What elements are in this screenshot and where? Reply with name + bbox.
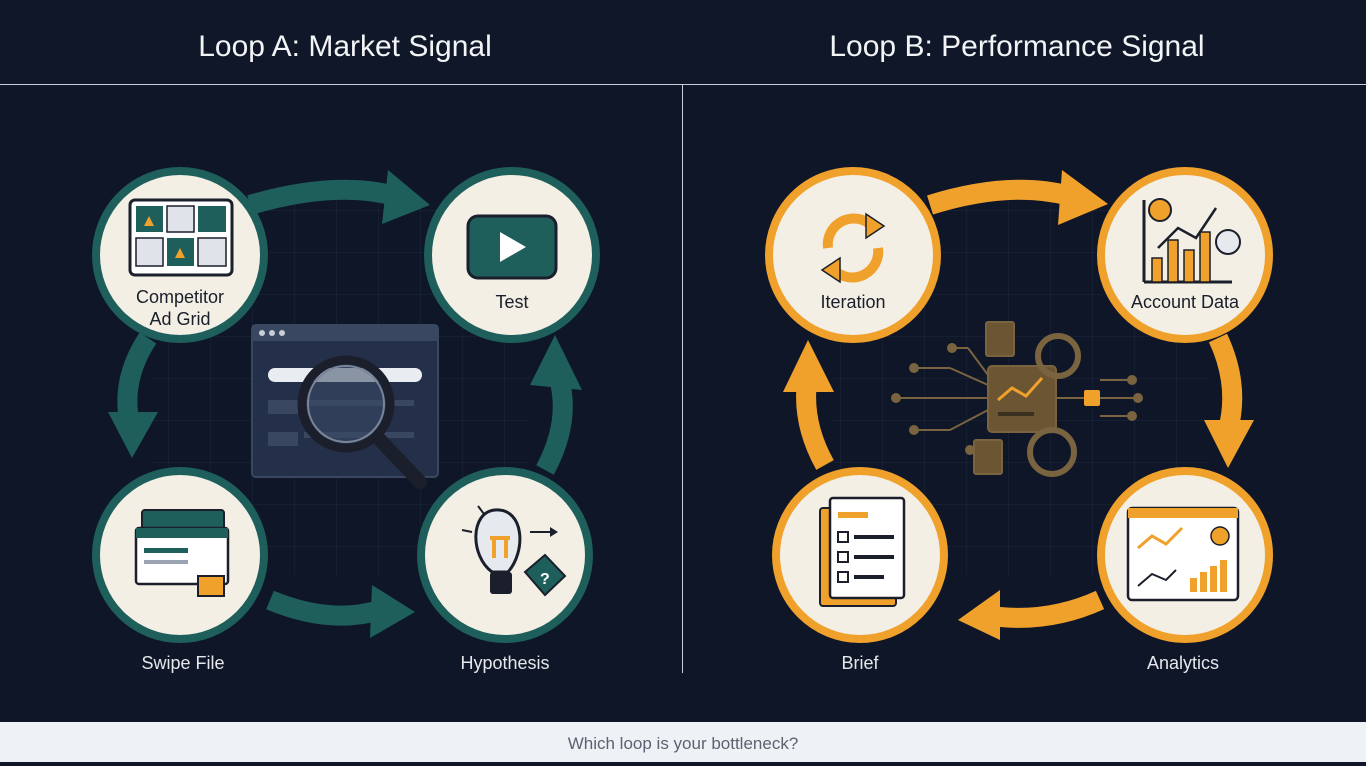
arrow-competitor-to-swipe: [117, 332, 157, 428]
account-data-label: Account Data: [1130, 292, 1240, 312]
svg-text:?: ?: [540, 571, 550, 588]
node-competitor-ad-grid: [92, 167, 268, 343]
arrowhead-b-2: [1204, 420, 1254, 468]
swipe-file-label: Swipe File: [141, 653, 225, 673]
brief-label: Brief: [841, 653, 879, 673]
arrowhead-a-4: [108, 412, 158, 458]
node-swipe-file: [92, 467, 268, 643]
arrow-hypothesis-to-test: [536, 372, 573, 475]
node-iteration: [765, 167, 941, 343]
diagram-canvas: ?: [92, 167, 1273, 643]
node-hypothesis: ?: [417, 467, 593, 643]
arrow-competitor-to-test: [247, 179, 398, 215]
loop-a-arrowheads: [108, 170, 582, 638]
arrowhead-b-1: [1058, 170, 1108, 225]
node-test: [424, 167, 600, 343]
lightbulb-icon: [474, 508, 522, 574]
node-account-data: [1097, 167, 1273, 343]
arrowhead-b-4: [783, 340, 834, 392]
arrowhead-a-2: [530, 335, 582, 390]
arrowhead-b-3: [958, 590, 1000, 640]
loop-b-arrowheads: [783, 170, 1254, 640]
analytics-label: Analytics: [1146, 653, 1220, 673]
panel-divider: [682, 85, 683, 673]
test-label: Test: [495, 292, 529, 312]
arrow-hypothesis-to-swipe: [266, 590, 383, 626]
arrowhead-a-3: [370, 585, 415, 638]
node-analytics: [1097, 467, 1273, 643]
competitor-label-line1: Competitor: [135, 287, 225, 307]
header-bar: Loop A: Market Signal Loop B: Performanc…: [0, 0, 1366, 85]
arrowhead-a-1: [382, 170, 430, 224]
iteration-label: Iteration: [820, 292, 886, 312]
competitor-ad-grid-label: Competitor Ad Grid: [100, 286, 260, 330]
arrow-iteration-to-account: [927, 179, 1073, 215]
search-browser-icon: [251, 324, 439, 489]
competitor-label-line2: Ad Grid: [149, 309, 211, 329]
processor-network-icon: [891, 321, 1143, 477]
arrow-account-to-analytics: [1208, 333, 1243, 433]
hypothesis-label: Hypothesis: [460, 653, 550, 673]
arrow-analytics-to-brief: [983, 590, 1105, 628]
loop-a-title: Loop A: Market Signal: [198, 30, 492, 63]
footer-question: Which loop is your bottleneck?: [0, 722, 1366, 762]
price-tag-icon: [523, 553, 567, 597]
node-brief: [772, 467, 948, 643]
loop-b-title: Loop B: Performance Signal: [829, 30, 1205, 63]
